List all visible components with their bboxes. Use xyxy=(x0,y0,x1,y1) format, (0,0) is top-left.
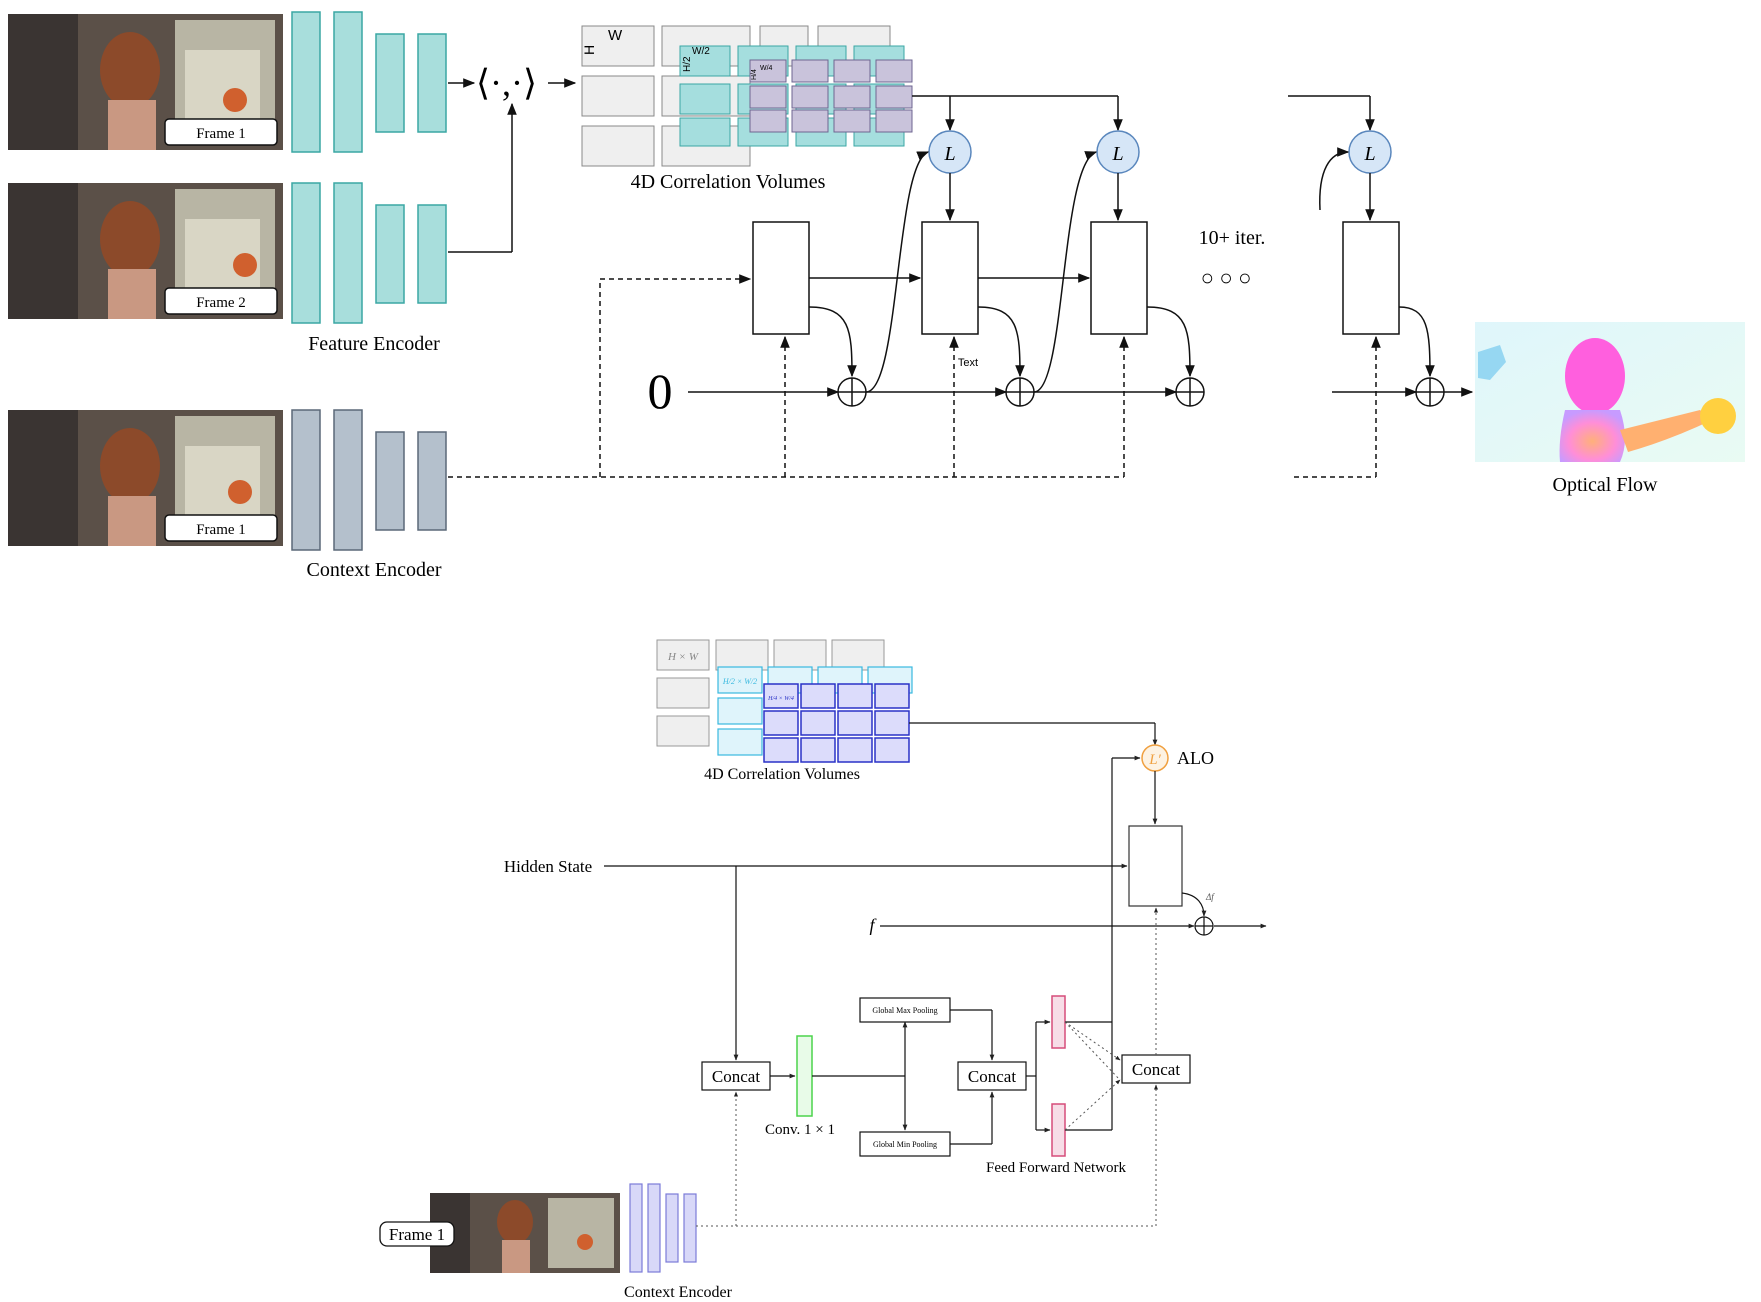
plus-node-4 xyxy=(1415,377,1445,407)
conv-to-pooling-lines xyxy=(812,1021,908,1131)
concat-label-1: Concat xyxy=(712,1067,760,1086)
conv-label: Conv. 1 × 1 xyxy=(765,1122,835,1138)
global-min-pooling-box xyxy=(859,1131,951,1157)
frame-thumbnail-bottom xyxy=(430,1193,620,1273)
concat-label-3: Concat xyxy=(1132,1060,1180,1079)
text-tag: Text xyxy=(958,357,978,369)
hidden-state-label: Hidden State xyxy=(504,857,592,876)
lookup-node-2: L xyxy=(1096,130,1140,174)
alo-node: L′ xyxy=(1141,744,1169,772)
alo-label: ALO xyxy=(1177,748,1214,768)
corr-dim-w: W xyxy=(608,27,623,44)
corr-dim-h: H xyxy=(581,45,597,55)
ffn-block-upper xyxy=(1051,995,1066,1049)
inner-product-symbol: ⟨·,·⟩ xyxy=(476,63,537,103)
flow-to-lookup-curves xyxy=(865,147,1350,393)
feature-encoder-label: Feature Encoder xyxy=(308,333,440,355)
ffn-to-alo-lines xyxy=(1065,755,1141,1131)
frame-label-1: Frame 1 xyxy=(196,126,246,142)
frame-label-bottom: Frame 1 xyxy=(389,1225,445,1244)
corr-dim-w2: W/2 xyxy=(692,46,710,57)
corr-volumes-label-top: 4D Correlation Volumes xyxy=(631,171,826,193)
frame-label-3: Frame 1 xyxy=(196,522,246,538)
concat-to-ffn-lines xyxy=(1026,1019,1051,1133)
update-block-2 xyxy=(921,221,979,335)
svg-text:L′: L′ xyxy=(1148,752,1161,768)
plus-node-3 xyxy=(1175,377,1205,407)
corr-to-lookup-lines xyxy=(912,95,1375,132)
lookup-node-3: L xyxy=(1348,130,1392,174)
frame-thumbnail-3 xyxy=(8,410,283,546)
corr-dim-h2: H/2 xyxy=(682,56,693,72)
context-dotted-lines-bottom xyxy=(696,907,1158,1227)
context-encoder-bottom xyxy=(629,1183,697,1273)
feature-encoder-frame1 xyxy=(291,11,447,153)
corr-dim-half: H/2 × W/2 xyxy=(722,677,757,686)
corr-dim-h4: H/4 xyxy=(751,69,758,80)
svg-text:L: L xyxy=(1111,143,1123,165)
alo-update-block xyxy=(1128,825,1183,907)
hidden-state-lines xyxy=(604,863,1128,1061)
flow-f-line xyxy=(880,892,1267,929)
frame-label-box-bottom xyxy=(379,1221,455,1247)
corr-to-alo-line xyxy=(909,722,1158,746)
context-dashed-lines xyxy=(448,274,1381,478)
update-block-1 xyxy=(752,221,810,335)
context-encoder-top xyxy=(291,409,447,551)
pooling-to-concat-lines xyxy=(950,1009,995,1145)
corr-dim-w4: W/4 xyxy=(760,65,773,72)
alo-plus-node xyxy=(1194,916,1214,936)
lookup-node-1: L xyxy=(928,130,972,174)
flow-f-label: f xyxy=(869,915,877,935)
delta-flow-curves xyxy=(808,306,1435,378)
initial-flow-zero: 0 xyxy=(648,363,673,419)
correlation-pyramid-top xyxy=(581,25,913,167)
ffn-label: Feed Forward Network xyxy=(986,1160,1126,1176)
plus-node-2 xyxy=(1005,377,1035,407)
ffn-to-concat3-dotted xyxy=(1064,1021,1121,1131)
lookup-to-gru-arrows xyxy=(945,173,1375,222)
corr-dim-quarter: H/4 × W/4 xyxy=(767,695,794,702)
concat-label-2: Concat xyxy=(968,1067,1016,1086)
context-encoder-label: Context Encoder xyxy=(307,559,442,581)
correlation-pyramid-bottom xyxy=(656,639,913,763)
frame-thumbnail-1 xyxy=(8,14,283,150)
delta-f-label: Δf xyxy=(1205,892,1215,902)
update-blocks xyxy=(752,221,1400,335)
iterations-label: 10+ iter. xyxy=(1199,227,1266,249)
plus-nodes xyxy=(837,377,1445,407)
update-block-4 xyxy=(1342,221,1400,335)
context-encoder-label-bottom: Context Encoder xyxy=(624,1284,733,1301)
global-max-pooling-label: Global Max Pooling xyxy=(872,1006,937,1015)
plus-node-1 xyxy=(837,377,867,407)
frame-label-2: Frame 2 xyxy=(196,295,246,311)
global-min-pooling-label: Global Min Pooling xyxy=(873,1140,937,1149)
feature-encoder-frame2 xyxy=(291,182,447,324)
frame-thumbnail-2 xyxy=(8,183,283,319)
conv-1x1-block xyxy=(796,1035,813,1117)
optical-flow-image xyxy=(1475,322,1745,462)
svg-text:L: L xyxy=(1363,143,1375,165)
corr-dim-hw: H × W xyxy=(667,651,699,663)
iterations-ellipsis: ○ ○ ○ xyxy=(1201,265,1252,290)
svg-text:L: L xyxy=(943,143,955,165)
corr-volumes-label-bottom: 4D Correlation Volumes xyxy=(704,766,860,783)
update-block-3 xyxy=(1090,221,1148,335)
optical-flow-label: Optical Flow xyxy=(1553,474,1659,496)
ffn-block-lower xyxy=(1051,1103,1066,1157)
